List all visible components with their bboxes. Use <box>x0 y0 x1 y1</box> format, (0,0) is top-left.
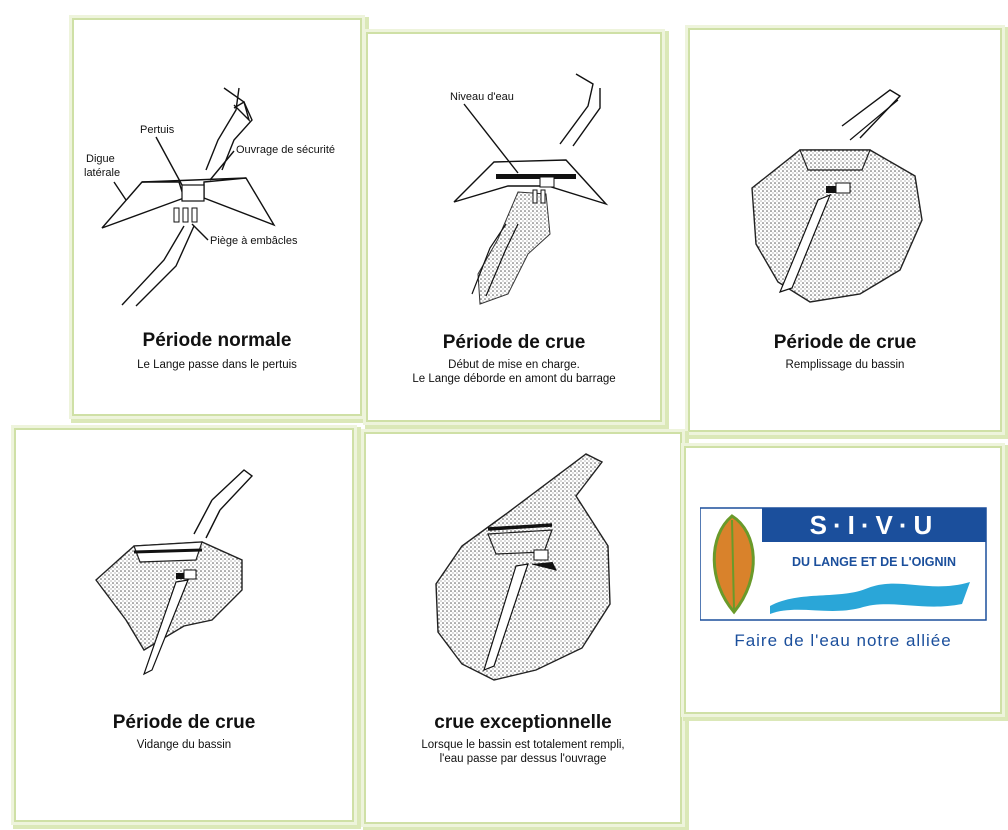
panel-title: Période de crue <box>368 332 660 354</box>
flood-upstream-area <box>478 192 550 304</box>
panel-title: Période de crue <box>690 332 1000 354</box>
panel-subtitle: Lorsque le bassin est totalement rempli,… <box>366 738 680 766</box>
diagram-vidange <box>16 430 356 710</box>
diagram-periode-normale: Pertuis Ouvrage de sécurité Digue latéra… <box>74 20 364 320</box>
label-pertuis: Pertuis <box>140 124 175 136</box>
diagram-mise-en-charge: Niveau d'eau <box>368 34 664 324</box>
label-digue: Digue <box>86 153 115 165</box>
digue-laterale-left <box>102 182 184 228</box>
diagram-remplissage <box>690 30 1004 320</box>
piege-embacles <box>174 208 179 222</box>
panel-debut-mise-en-charge: Niveau d'eau Période de crue Début de mi… <box>366 32 662 422</box>
sivu-logo: S·I·V·U DU LANGE ET DE L'OIGNIN Faire de… <box>700 504 1000 664</box>
panel-crue-exceptionnelle: crue exceptionnelle Lorsque le bassin es… <box>364 432 682 824</box>
panel-vidange: Période de crue Vidange du bassin <box>14 428 354 822</box>
flooded-basin <box>752 150 922 302</box>
panel-subtitle: Début de mise en charge. Le Lange débord… <box>368 358 660 386</box>
panel-logo: S·I·V·U DU LANGE ET DE L'OIGNIN Faire de… <box>684 446 1002 714</box>
diagram-crue-exceptionnelle <box>366 434 684 704</box>
panel-title: Période normale <box>74 330 360 352</box>
panel-title: crue exceptionnelle <box>366 712 680 734</box>
panel-subtitle: Remplissage du bassin <box>690 358 1000 372</box>
label-piege-embacles: Piège à embâcles <box>210 235 298 247</box>
logo-letters: S·I·V·U <box>810 510 939 540</box>
river-downstream <box>122 226 184 305</box>
panel-subtitle: Vidange du bassin <box>16 738 352 752</box>
panel-title: Période de crue <box>16 712 352 734</box>
logo-line: DU LANGE ET DE L'OIGNIN <box>792 555 956 569</box>
label-ouvrage-securite: Ouvrage de sécurité <box>236 144 335 156</box>
logo-slogan: Faire de l'eau notre alliée <box>734 631 951 650</box>
panel-subtitle: Le Lange passe dans le pertuis <box>74 358 360 372</box>
pertuis-structure <box>182 185 204 201</box>
label-laterale: latérale <box>84 167 120 179</box>
water-level-bar <box>496 174 576 179</box>
panel-periode-normale: Pertuis Ouvrage de sécurité Digue latéra… <box>72 18 362 416</box>
digue-laterale-right <box>204 178 274 225</box>
label-niveau-eau: Niveau d'eau <box>450 91 514 103</box>
panel-remplissage: Période de crue Remplissage du bassin <box>688 28 1002 432</box>
